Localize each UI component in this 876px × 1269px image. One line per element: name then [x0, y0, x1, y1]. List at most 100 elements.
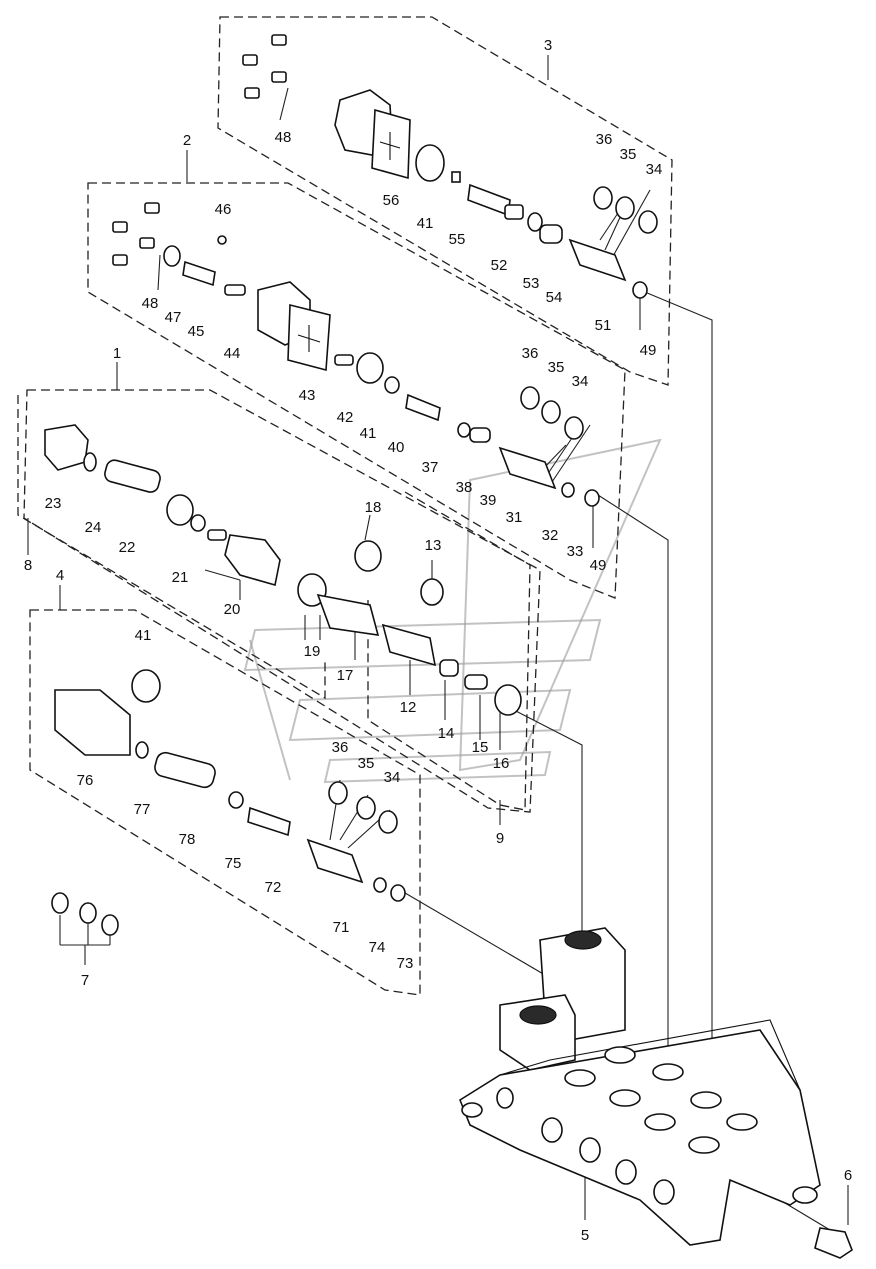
- bolt: [112, 221, 128, 233]
- spring: [154, 751, 216, 789]
- o-ring: [356, 796, 376, 820]
- callout-15: 15: [472, 739, 489, 756]
- callout-36: 36: [332, 739, 349, 756]
- callout-6: 6: [844, 1167, 852, 1184]
- bolt: [144, 202, 160, 214]
- callout-78: 78: [179, 831, 196, 848]
- o-ring: [615, 196, 635, 220]
- port-holes: [564, 1046, 758, 1154]
- callout-71: 71: [333, 919, 350, 936]
- callout-24: 24: [85, 519, 102, 536]
- callout-31: 31: [506, 509, 523, 526]
- bolt: [112, 254, 128, 266]
- callout-12: 12: [400, 699, 417, 716]
- washer: [101, 914, 119, 936]
- boundary-assembly-3: [217, 16, 673, 386]
- o-ring: [420, 578, 444, 606]
- washer: [190, 514, 206, 532]
- washer: [228, 791, 244, 809]
- callout-48: 48: [142, 295, 159, 312]
- sleeve: [316, 593, 380, 636]
- washer: [83, 452, 97, 472]
- callout-39: 39: [480, 492, 497, 509]
- callout-5: 5: [581, 1227, 589, 1244]
- end-cap: [44, 424, 89, 471]
- valve-housing: [224, 534, 281, 587]
- callout-labels: 3 2 1 4 5 6 7 8 9 48 56 41 55 52 53 54 5…: [24, 37, 852, 1244]
- mount-hole: [461, 1102, 483, 1118]
- callout-3: 3: [544, 37, 552, 54]
- o-ring: [166, 494, 194, 526]
- sleeve: [504, 204, 524, 220]
- spring: [224, 284, 246, 296]
- callout-41: 41: [135, 627, 152, 644]
- spool: [405, 393, 441, 422]
- callout-43: 43: [299, 387, 316, 404]
- callout-40: 40: [388, 439, 405, 456]
- callout-20: 20: [224, 601, 241, 618]
- mount-hole: [792, 1186, 818, 1204]
- o-ring: [593, 186, 613, 210]
- poppet: [439, 659, 459, 677]
- callout-19: 19: [304, 643, 321, 660]
- callout-9: 9: [496, 830, 504, 847]
- o-ring: [564, 416, 584, 440]
- o-ring: [378, 810, 398, 834]
- callout-42: 42: [337, 409, 354, 426]
- bolt: [271, 34, 287, 46]
- callout-77: 77: [134, 801, 151, 818]
- callout-34: 34: [646, 161, 663, 178]
- valve-body: [498, 446, 557, 490]
- washer: [163, 245, 181, 267]
- callout-74: 74: [369, 939, 386, 956]
- callout-23: 23: [45, 495, 62, 512]
- washer: [457, 422, 471, 438]
- callout-54: 54: [546, 289, 563, 306]
- plug: [494, 684, 522, 716]
- boundary-assembly-4: [29, 609, 421, 996]
- o-ring: [541, 400, 561, 424]
- o-ring: [328, 781, 348, 805]
- callout-17: 17: [337, 667, 354, 684]
- bolt: [244, 87, 260, 99]
- ring: [390, 884, 406, 902]
- callout-35: 35: [358, 755, 375, 772]
- washer: [527, 212, 543, 232]
- manifold-block: [459, 927, 821, 1246]
- callout-8: 8: [24, 557, 32, 574]
- pin: [451, 171, 461, 183]
- spool: [381, 623, 437, 667]
- o-ring: [415, 144, 445, 182]
- assembly-4-parts: [54, 669, 406, 902]
- ball: [217, 235, 227, 245]
- washer-set-7: [51, 892, 119, 936]
- bolt: [242, 54, 258, 66]
- callout-41: 41: [417, 215, 434, 232]
- callout-14: 14: [438, 725, 455, 742]
- callout-44: 44: [224, 345, 241, 362]
- callout-75: 75: [225, 855, 242, 872]
- callout-72: 72: [265, 879, 282, 896]
- callout-41: 41: [360, 425, 377, 442]
- washer: [373, 877, 387, 893]
- callout-34: 34: [572, 373, 589, 390]
- callout-48: 48: [275, 129, 292, 146]
- callout-13: 13: [425, 537, 442, 554]
- solenoid-flange: [371, 108, 411, 180]
- callout-7: 7: [81, 972, 89, 989]
- o-ring: [356, 352, 384, 384]
- spring: [464, 674, 488, 690]
- callout-49: 49: [590, 557, 607, 574]
- assembly-1-parts: [44, 424, 522, 716]
- callout-16: 16: [493, 755, 510, 772]
- callout-56: 56: [383, 192, 400, 209]
- plunger: [182, 260, 216, 287]
- watermark-logo: [243, 438, 662, 784]
- bolt: [139, 237, 155, 249]
- spring: [334, 354, 354, 366]
- end-cap: [54, 689, 131, 756]
- callout-51: 51: [595, 317, 612, 334]
- callout-34: 34: [384, 769, 401, 786]
- callout-49: 49: [640, 342, 657, 359]
- spool: [247, 806, 291, 837]
